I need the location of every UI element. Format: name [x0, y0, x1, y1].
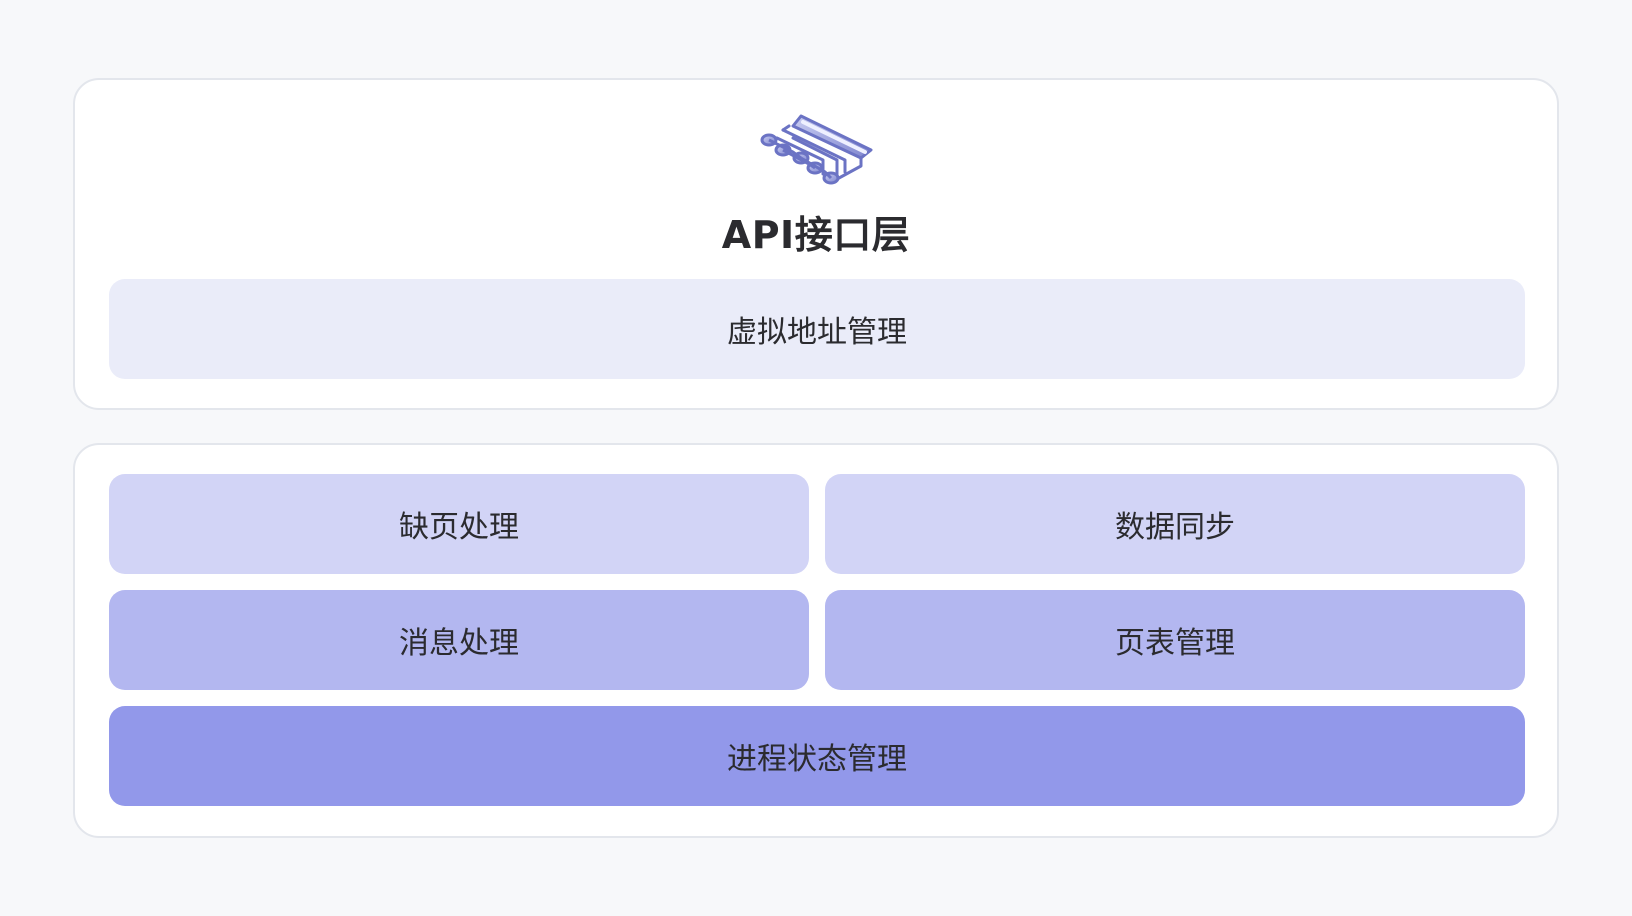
- process-state-management-block: 进程状态管理: [109, 706, 1525, 806]
- core-module-card: 缺页处理 数据同步 消息处理 页表管理 进程状态管理: [73, 443, 1559, 838]
- process-state-management-label: 进程状态管理: [727, 742, 907, 777]
- virtual-address-management-label: 虚拟地址管理: [727, 315, 907, 350]
- message-handling-block: 消息处理: [109, 590, 809, 690]
- data-sync-block: 数据同步: [825, 474, 1525, 574]
- page-fault-handling-block: 缺页处理: [109, 474, 809, 574]
- page-table-management-label: 页表管理: [1115, 626, 1235, 661]
- virtual-address-management-block: 虚拟地址管理: [109, 279, 1525, 379]
- circuit-board-icon: [760, 114, 873, 185]
- message-handling-label: 消息处理: [399, 626, 519, 661]
- page-fault-handling-label: 缺页处理: [399, 510, 519, 545]
- layer-title: API接口层: [721, 213, 911, 257]
- data-sync-label: 数据同步: [1115, 510, 1235, 545]
- api-layer-card: API接口层 虚拟地址管理: [73, 78, 1559, 410]
- page-table-management-block: 页表管理: [825, 590, 1525, 690]
